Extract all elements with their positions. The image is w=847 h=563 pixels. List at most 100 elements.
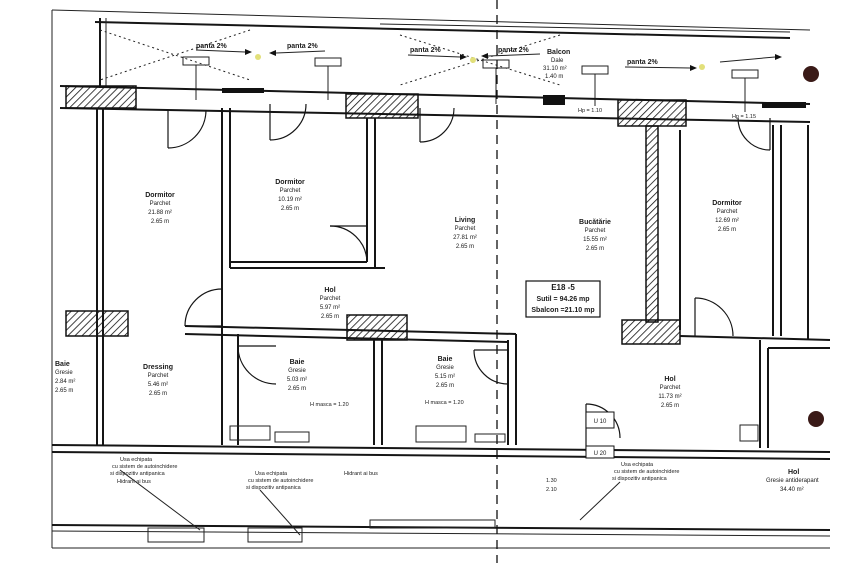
slope-label: panta 2% xyxy=(498,47,530,54)
corridor-wall xyxy=(51,444,831,453)
svg-text:2.65 m: 2.65 m xyxy=(456,244,474,250)
window-symbol xyxy=(314,57,342,100)
svg-text:Gresie: Gresie xyxy=(288,368,306,374)
slope-label: panta 2% xyxy=(196,43,228,50)
svg-text:Dormitor: Dormitor xyxy=(275,179,305,186)
svg-text:Parchet: Parchet xyxy=(280,188,301,194)
svg-text:34.40 m²: 34.40 m² xyxy=(780,487,804,493)
svg-text:Parchet: Parchet xyxy=(148,373,169,379)
slope-label: panta 2% xyxy=(287,43,319,50)
svg-text:5.97 m²: 5.97 m² xyxy=(320,305,340,311)
corridor-wall-lower xyxy=(51,530,831,537)
balcony-area: 31.10 m² xyxy=(543,66,567,72)
svg-text:Baie: Baie xyxy=(438,356,453,363)
column xyxy=(645,125,659,323)
column xyxy=(621,319,681,345)
svg-text:11.73 m²: 11.73 m² xyxy=(658,394,681,400)
svg-text:Hidrant ai bus: Hidrant ai bus xyxy=(117,479,151,485)
window-symbol xyxy=(182,56,210,100)
svg-text:2.65 m: 2.65 m xyxy=(586,246,604,252)
unit-s-util: Sutil = 94.26 mp xyxy=(536,296,589,303)
svg-text:5.03 m²: 5.03 m² xyxy=(287,377,307,383)
corridor-leader xyxy=(119,469,201,531)
svg-text:27.81 m²: 27.81 m² xyxy=(453,235,477,241)
svg-text:si dispozitiv antipanica: si dispozitiv antipanica xyxy=(110,471,166,477)
room-label-living: Living Parchet 27.81 m² 2.65 m xyxy=(453,217,477,250)
sink-note: H masca = 1.20 xyxy=(310,402,349,408)
slope-arrow: panta 2% xyxy=(481,47,541,59)
column xyxy=(345,93,419,119)
slope-arrow: panta 2% xyxy=(195,43,252,55)
sink-fixture xyxy=(274,431,310,443)
room-label-baie-1: Baie Gresie 5.03 m² 2.65 m xyxy=(287,359,307,392)
drain-dot xyxy=(255,54,261,60)
window-symbol xyxy=(581,65,609,106)
svg-text:cu sistem de autoinchidere: cu sistem de autoinchidere xyxy=(248,478,313,484)
room-label-hol-right: Hol Parchet 11.73 m² 2.65 m xyxy=(658,376,681,409)
door-code: U 10 xyxy=(594,419,607,425)
door-swing xyxy=(737,117,771,151)
slope-arrow: panta 2% xyxy=(624,54,782,71)
sink-fixture xyxy=(474,433,506,443)
door-swing xyxy=(329,225,368,263)
svg-text:2.65 m: 2.65 m xyxy=(321,314,339,320)
svg-text:Parchet: Parchet xyxy=(585,228,606,234)
room-label-baie-2: Baie Gresie 5.15 m² 2.65 m xyxy=(435,356,455,389)
sink-fixture xyxy=(739,424,759,442)
svg-text:Gresie antiderapant: Gresie antiderapant xyxy=(766,478,819,484)
unit-code: E18 -5 xyxy=(551,283,575,292)
sink-fixture xyxy=(229,425,271,441)
svg-text:2.84 m²: 2.84 m² xyxy=(55,379,75,385)
door-swing xyxy=(167,109,207,149)
sill-label: Hp = 1.10 xyxy=(578,108,602,114)
door-code: U 20 xyxy=(594,451,607,457)
svg-text:2.65 m: 2.65 m xyxy=(661,403,679,409)
corridor-leader xyxy=(579,481,621,521)
svg-text:2.65 m: 2.65 m xyxy=(151,219,169,225)
room-label-baie-left: Baie Gresie 2.84 m² 2.65 m xyxy=(55,361,75,394)
svg-text:Hol: Hol xyxy=(788,469,799,476)
balcony-rail xyxy=(379,23,791,33)
svg-text:2.65 m: 2.65 m xyxy=(718,227,736,233)
balcony-diagonal-1 xyxy=(99,29,251,81)
frame-top xyxy=(51,9,811,31)
unit-s-balcon: Sbalcon =21.10 mp xyxy=(531,307,594,314)
slope-arrow: panta 2% xyxy=(407,47,467,60)
sink-note: H masca = 1.20 xyxy=(425,400,464,406)
svg-text:Dressing: Dressing xyxy=(143,364,173,371)
svg-text:Baie: Baie xyxy=(55,361,70,368)
svg-text:2.65 m: 2.65 m xyxy=(55,388,73,394)
svg-text:10.19 m²: 10.19 m² xyxy=(278,197,302,203)
room-label-hol-entry: Hol Gresie antiderapant 34.40 m² xyxy=(766,469,819,493)
balcony-outer-edge xyxy=(94,21,791,39)
window-block xyxy=(762,102,806,108)
svg-text:2.65 m: 2.65 m xyxy=(281,206,299,212)
svg-text:5.15 m²: 5.15 m² xyxy=(435,374,455,380)
room-label-dormitor-left: Dormitor Parchet 21.88 m² 2.65 m xyxy=(145,192,175,225)
window-symbol xyxy=(731,69,759,112)
entry-door-block: U 10 U 20 1.30 2.10 xyxy=(546,411,615,493)
svg-text:2.65 m: 2.65 m xyxy=(149,391,167,397)
door-dim: 2.10 xyxy=(546,487,557,493)
room-label-hol-mid: Hol Parchet 5.97 m² 2.65 m xyxy=(320,287,341,320)
svg-text:Parchet: Parchet xyxy=(660,385,681,391)
svg-text:Usa echipata: Usa echipata xyxy=(120,457,153,463)
svg-text:Usa echipata: Usa echipata xyxy=(621,462,654,468)
svg-text:Dormitor: Dormitor xyxy=(145,192,175,199)
svg-text:Hol: Hol xyxy=(664,376,675,383)
punch-hole xyxy=(808,411,824,427)
interior-walls xyxy=(96,108,831,448)
svg-text:Parchet: Parchet xyxy=(320,296,341,302)
slope-arrow: panta 2% xyxy=(269,43,326,56)
svg-text:Hol: Hol xyxy=(324,287,335,294)
drain-dot xyxy=(699,64,705,70)
column xyxy=(65,85,137,109)
svg-text:cu sistem de autoinchidere: cu sistem de autoinchidere xyxy=(614,469,679,475)
svg-text:21.88 m²: 21.88 m² xyxy=(148,210,172,216)
column xyxy=(346,314,408,341)
room-label-dressing: Dressing Parchet 5.46 m² 2.65 m xyxy=(143,364,173,397)
corridor-wall xyxy=(51,451,831,460)
balcony-height: 1.40 m xyxy=(545,74,563,80)
door-swing xyxy=(269,103,307,141)
